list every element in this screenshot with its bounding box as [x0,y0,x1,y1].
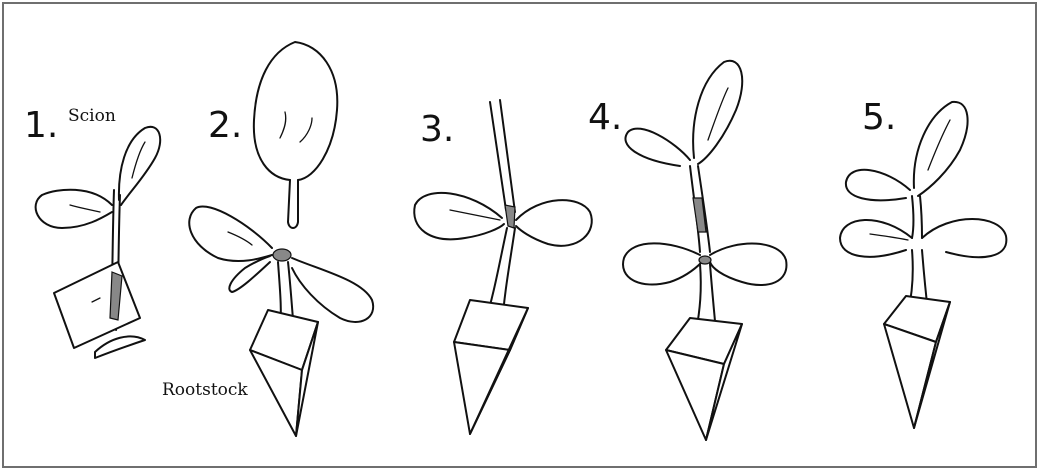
inserted-scion-left [490,102,506,210]
leaf-vein-2 [300,118,312,142]
step-2-drawing [189,42,373,436]
rootstock-cut-point [273,249,291,261]
step-5-vein [870,234,908,240]
step-5-upper-left-leaf [846,170,910,200]
step-5-scion-stem-left [912,196,914,238]
rootstock-vein [228,232,252,245]
step-5-upper-right-leaf [914,102,968,196]
graft-union [505,205,515,228]
step-4-drawing [623,61,786,440]
step-5-lower-right-cotyledon [922,219,1006,257]
step-3-right-cotyledon [516,200,592,246]
step-5-scion-stem-right [920,196,922,238]
leaf-vein-1 [280,112,286,138]
scion-leaf-vein-left [70,205,100,212]
step-4-joint [699,256,711,264]
step-3-left-cotyledon [414,193,504,239]
scion-leaf-vein [132,142,145,178]
step-3-block-top [454,300,528,350]
scion-right-cotyledon [119,127,160,205]
step-4-block-front [666,350,724,440]
step-3-drawing [414,100,592,434]
separated-scion-stem [288,180,298,228]
step-5-drawing [840,102,1006,428]
step-4-lower-right-cotyledon [710,244,786,286]
removed-root-piece [95,336,145,358]
step-1-block [54,262,140,348]
step-3-block-front [454,342,510,434]
separated-scion-leaf [254,42,337,180]
step-4-lower-left-cotyledon [623,243,702,284]
step-5-upper-vein [928,120,950,170]
rootstock-right-cotyledon [292,258,373,322]
inserted-scion-right [500,100,515,212]
scion-left-cotyledon [36,190,112,228]
step-1-scion-drawing [36,127,161,358]
step-4-upper-left-leaf [625,129,690,166]
